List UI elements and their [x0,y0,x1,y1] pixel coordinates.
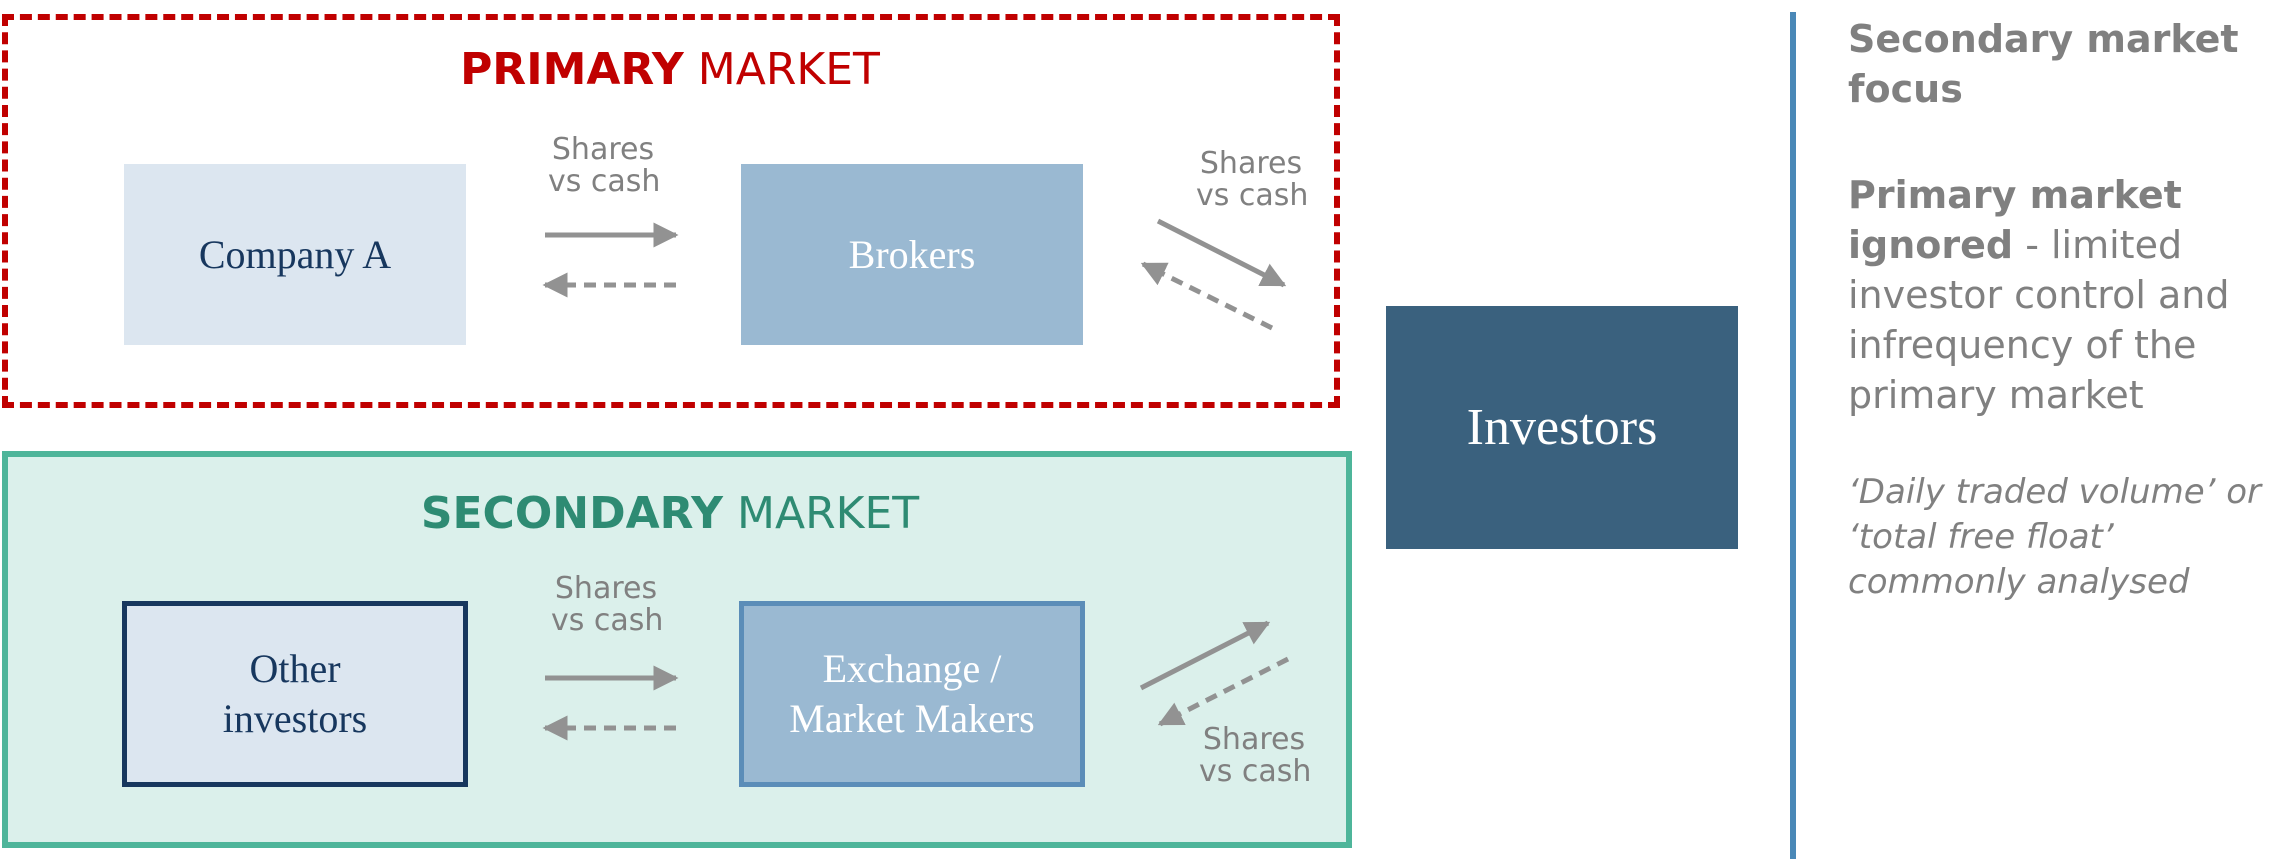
sidebar-body-rest: - limited investor control and infrequen… [1848,223,2230,417]
investors-to-secondary-arrow [1157,656,1290,727]
primary-market-title: PRIMARY MARKET [460,44,880,95]
sidebar-divider [1790,12,1796,859]
primary-market-frame [2,14,1340,408]
investors-to-primary-arrow [1140,261,1274,331]
secondary-market-title: SECONDARY MARKET [420,488,920,539]
company-a-box: Company A [124,164,466,345]
secondary-to-investors-arrow [1139,620,1271,691]
brokers-box: Brokers [741,164,1083,345]
exchange-market-makers-box: Exchange /Market Makers [739,601,1085,787]
sidebar-body-bold: Primary market ignored [1848,173,2182,267]
sidebar-heading: Secondary market focus [1848,17,2239,111]
primary-to-investors-arrow [1156,218,1287,288]
sidebar-body: Primary market ignored - limited investo… [1848,170,2268,420]
investors-box: Investors [1386,306,1738,549]
sidebar-note: ‘Daily traded volume’ or ‘total free flo… [1848,472,2262,602]
